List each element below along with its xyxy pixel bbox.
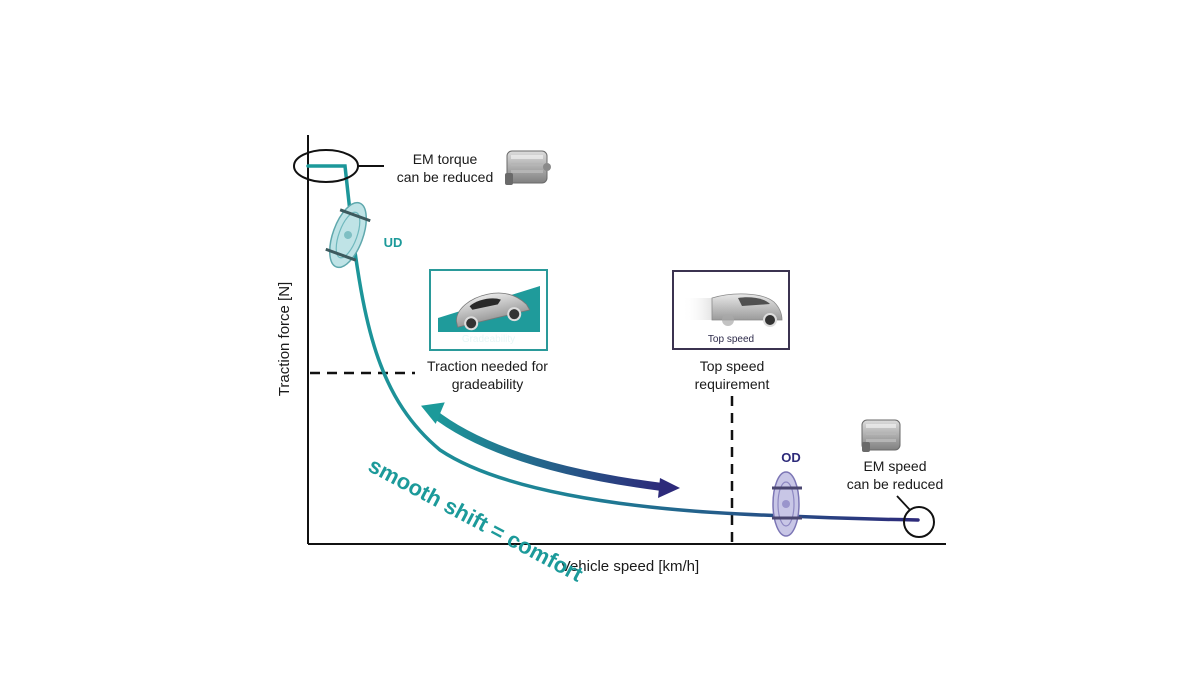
em-speed-leader <box>896 495 911 511</box>
overdrive-gear-icon <box>772 471 802 537</box>
car-on-incline-icon <box>456 292 531 331</box>
top-speed-card <box>672 270 790 350</box>
top-speed-label: Top speed requirement <box>694 358 770 392</box>
ud-label: UD <box>383 235 403 250</box>
gradeability-caption: Gradeability <box>461 334 516 345</box>
x-axis-label: Vehicle speed [km/h] <box>560 558 700 575</box>
gradeability-label: Traction needed for gradeability <box>427 358 548 392</box>
electric-motor-icon <box>505 150 551 185</box>
shift-arrow <box>421 402 680 498</box>
arrow-head-right <box>658 478 680 498</box>
od-label: OD <box>781 450 801 465</box>
underdrive-gear-icon <box>325 201 371 269</box>
em-speed-highlight <box>903 506 935 538</box>
car-speeding-icon <box>682 293 783 327</box>
em-torque-label: EM torque can be reduced <box>396 151 494 185</box>
gradeability-card <box>429 269 548 351</box>
arrow-head-left <box>421 402 445 424</box>
electric-motor-icon-2 <box>861 419 901 452</box>
em-speed-label: EM speed can be reduced <box>846 458 944 492</box>
top-speed-caption: Top speed <box>707 334 755 345</box>
y-axis-label: Traction force [N] <box>276 281 293 397</box>
traction-curve <box>306 164 920 522</box>
